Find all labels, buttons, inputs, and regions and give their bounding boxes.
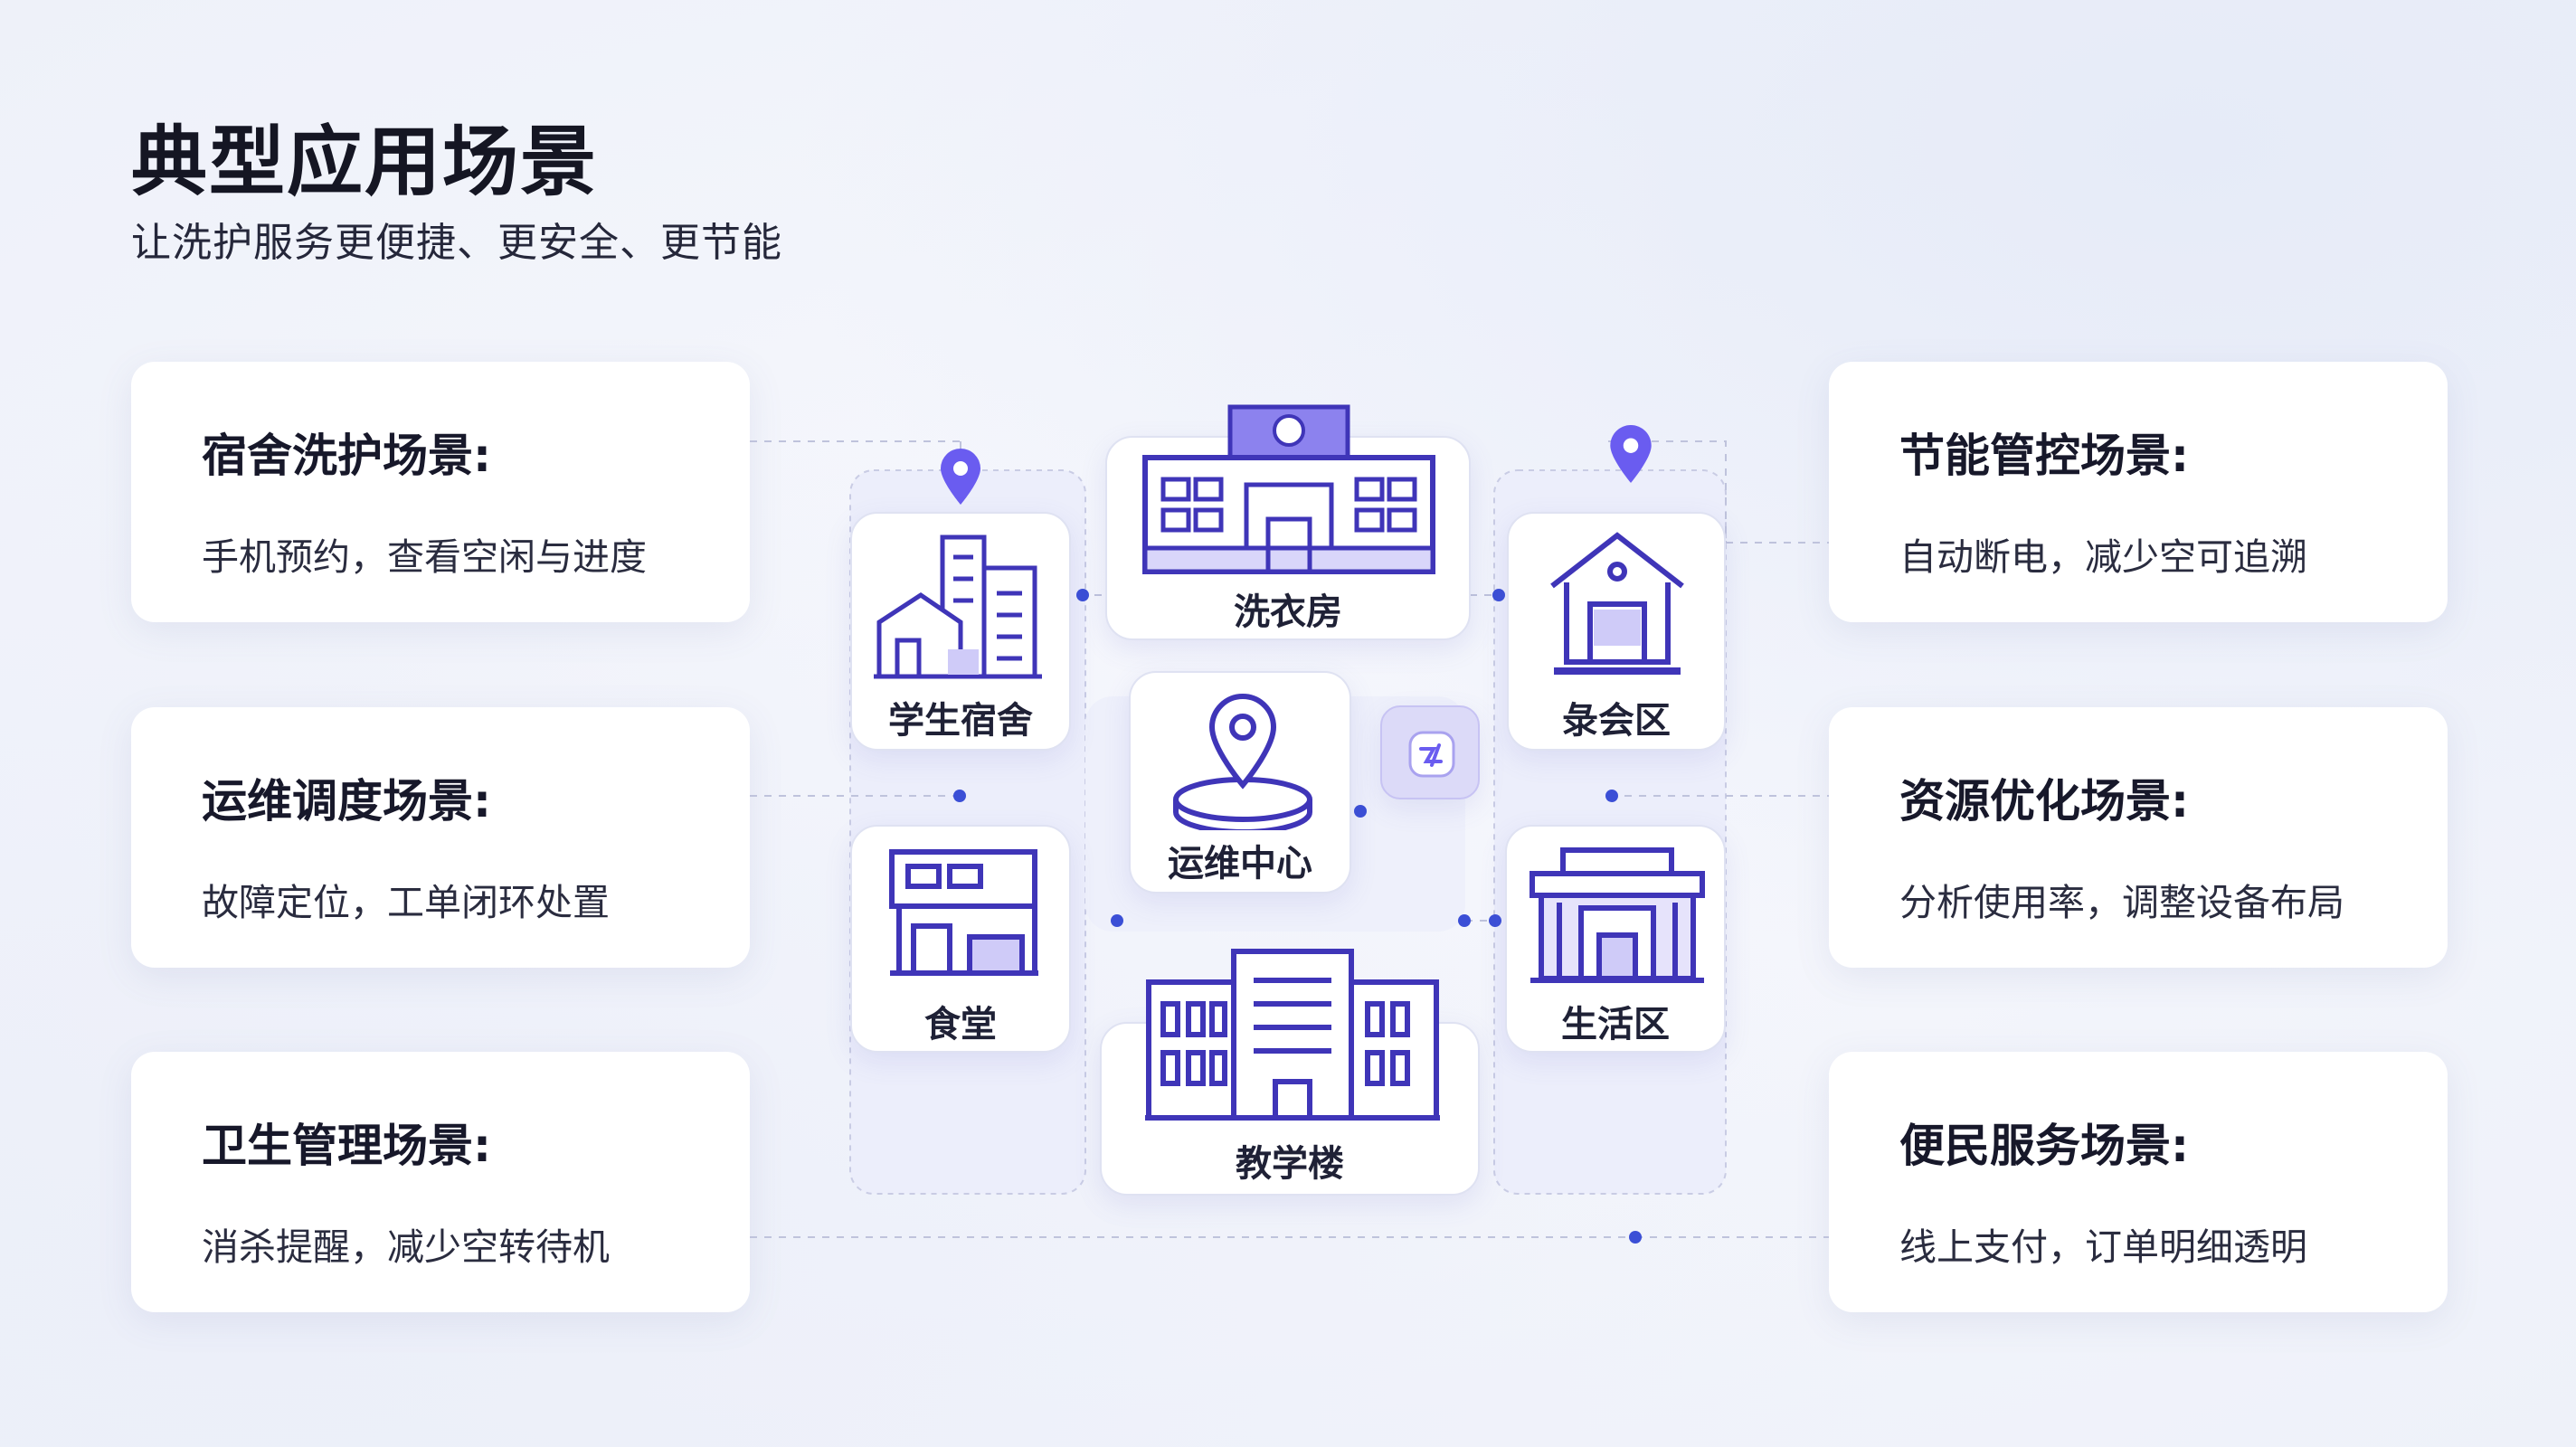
connector-dot: [953, 790, 966, 802]
node-label: 学生宿舍: [888, 700, 1033, 742]
node-ops-center[interactable]: 运维中心: [1129, 671, 1351, 894]
card-convenience-service: 便民服务场景: 线上支付，订单明细透明: [1829, 1052, 2448, 1312]
node-label: 洗衣房: [1234, 591, 1342, 633]
connector-dot: [1458, 914, 1471, 927]
card-title: 宿舍洗护场景:: [202, 430, 491, 482]
node-student-dorm[interactable]: 学生宿舍: [850, 512, 1071, 751]
card-description: 消杀提醒，减少空转待机: [202, 1225, 610, 1269]
connector-dot: [1492, 589, 1505, 601]
map-pin-icon: [941, 449, 980, 505]
card-title: 卫生管理场景:: [202, 1120, 491, 1172]
card-description: 故障定位，工单闭环处置: [202, 881, 610, 924]
node-label: 食堂: [924, 1004, 997, 1045]
app-logo-icon: [1408, 731, 1455, 778]
card-resource-optimization: 资源优化场景: 分析使用率，调整设备布局: [1829, 707, 2448, 968]
page-subtitle: 让洗护服务更便捷、更安全、更节能: [131, 220, 782, 266]
connector-dot: [1629, 1231, 1642, 1244]
node-label: 教学楼: [1236, 1143, 1344, 1185]
map-pin-icon: [1610, 425, 1652, 483]
card-hygiene: 卫生管理场景: 消杀提醒，减少空转待机: [131, 1052, 750, 1312]
node-canteen[interactable]: 食堂: [850, 825, 1071, 1053]
card-dorm-laundry: 宿舍洗护场景: 手机预约，查看空闲与进度: [131, 362, 750, 622]
node-teaching-building[interactable]: 教学楼: [1100, 949, 1480, 1196]
canteen-icon: [889, 849, 1038, 976]
card-ops-dispatch: 运维调度场景: 故障定位，工单闭环处置: [131, 707, 750, 968]
card-title: 节能管控场景:: [1899, 430, 2189, 482]
location-icon: [1173, 694, 1312, 830]
connector-dot: [1076, 589, 1089, 601]
node-reception-area[interactable]: 彔会区: [1507, 512, 1726, 751]
node-label: 运维中心: [1168, 843, 1312, 884]
card-title: 便民服务场景:: [1899, 1120, 2189, 1172]
connector-dot: [1111, 914, 1123, 927]
card-energy-control: 节能管控场景: 自动断电，减少空可追溯: [1829, 362, 2448, 622]
card-description: 线上支付，订单明细透明: [1899, 1225, 2307, 1269]
node-living-area[interactable]: 生活区: [1505, 825, 1726, 1053]
card-title: 资源优化场景:: [1899, 775, 2189, 828]
connector-dot: [1605, 790, 1618, 802]
card-description: 分析使用率，调整设备布局: [1899, 881, 2344, 924]
house-icon: [1550, 532, 1684, 675]
node-label: 彔会区: [1562, 700, 1671, 742]
card-title: 运维调度场景:: [202, 775, 491, 828]
shop-icon: [1530, 847, 1705, 983]
node-laundry[interactable]: 洗衣房: [1105, 404, 1471, 640]
dorm-building-icon: [874, 534, 1042, 679]
app-logo-tile[interactable]: [1380, 705, 1480, 799]
card-description: 手机预约，查看空闲与进度: [202, 535, 647, 579]
card-description: 自动断电，减少空可追溯: [1899, 535, 2307, 579]
node-label: 生活区: [1561, 1004, 1670, 1045]
school-icon: [1145, 949, 1440, 1121]
page-title: 典型应用场景: [131, 118, 599, 206]
connector-dot: [1354, 805, 1367, 818]
connector-dot: [1489, 914, 1501, 927]
building-icon: [1142, 404, 1435, 574]
